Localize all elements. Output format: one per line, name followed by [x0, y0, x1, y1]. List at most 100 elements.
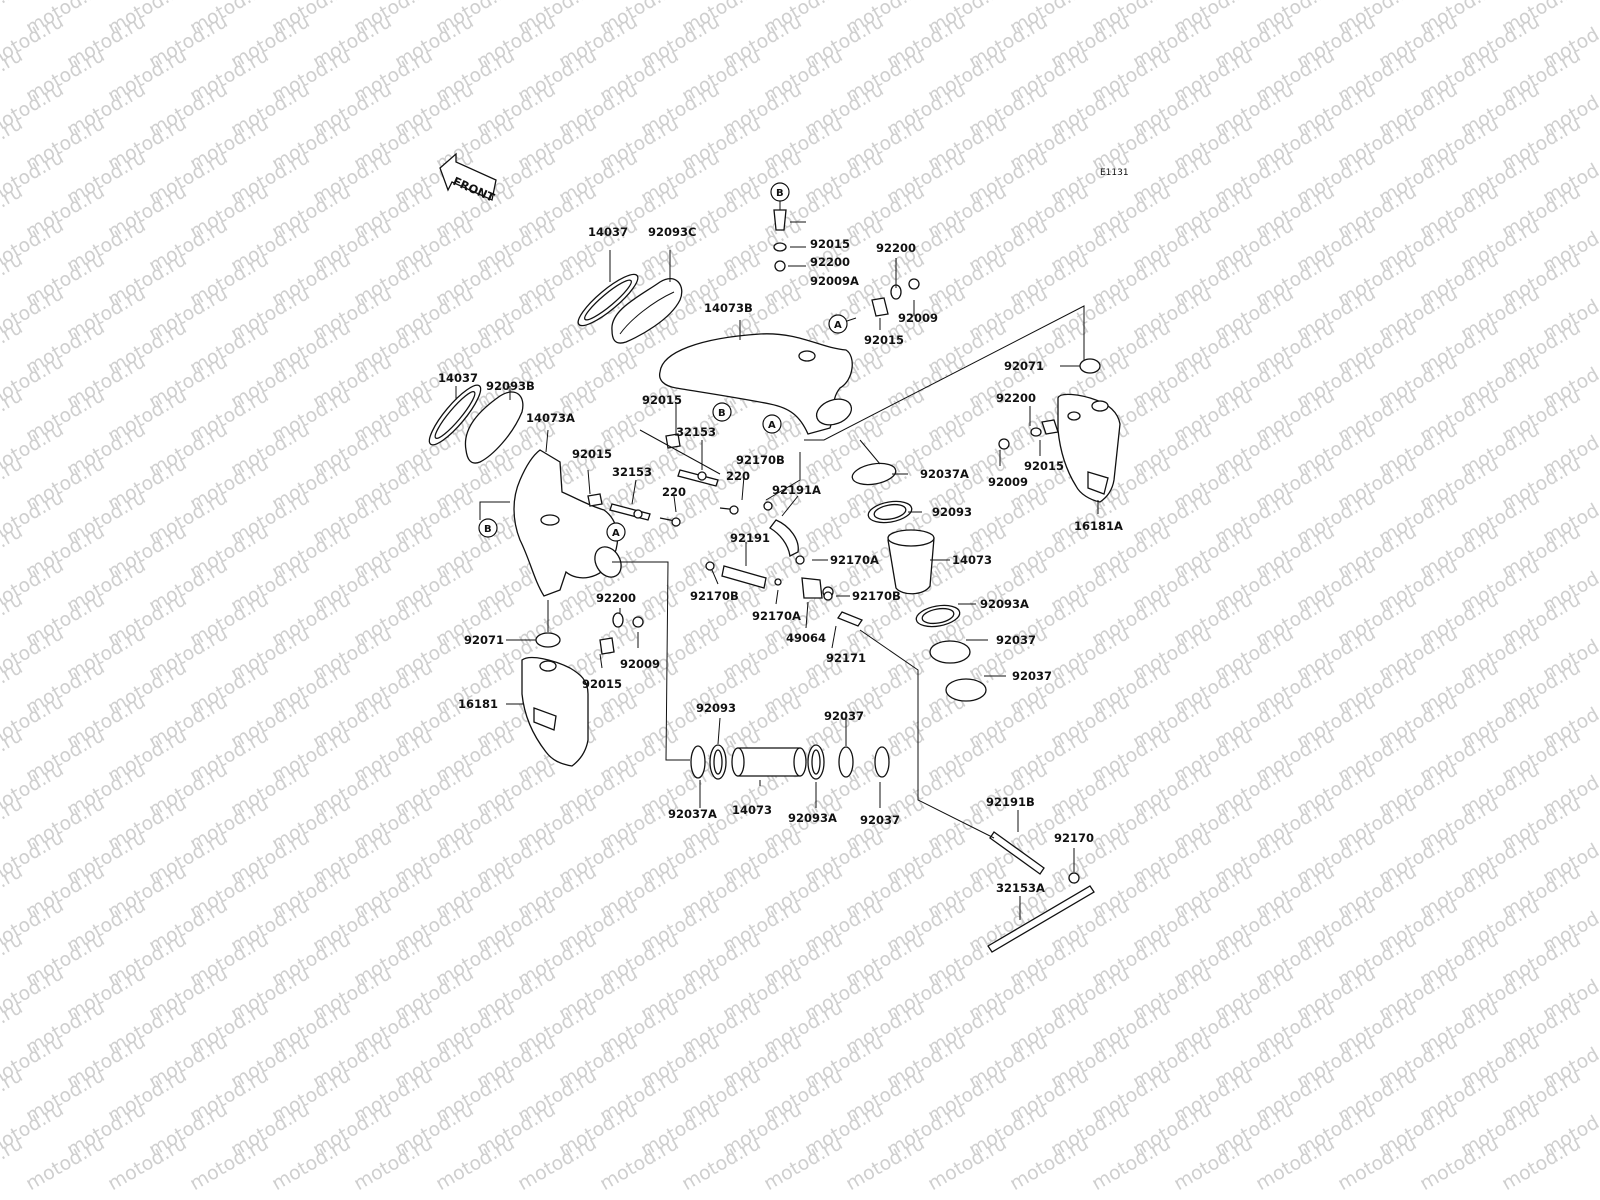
svg-text:B: B	[484, 524, 492, 535]
clamp-92037-right-b	[945, 678, 987, 702]
label-92071-left: 92071	[464, 633, 504, 647]
label-92009a: 92009A	[810, 274, 859, 288]
ring-92093a-right	[915, 604, 961, 628]
clamp-92037a-bottom	[690, 745, 706, 779]
label-92037-right-b: 92037	[1012, 669, 1052, 683]
housing-16181a	[1057, 393, 1121, 503]
bolt-220-b	[719, 505, 739, 515]
tube-14073-right	[887, 529, 935, 595]
label-14073-bottom: 14073	[732, 803, 772, 817]
bolt-92009-mid	[908, 278, 920, 290]
label-92191b: 92191B	[986, 795, 1035, 809]
bolt-92009a-top	[774, 260, 786, 272]
clamp-92037-bottom-b	[874, 746, 890, 778]
label-92037a-bottom: 92037A	[668, 807, 717, 821]
label-92093a-bottom: 92093A	[788, 811, 837, 825]
svg-text:B: B	[776, 188, 784, 199]
label-92191a: 92191A	[772, 483, 821, 497]
bolt-92009-left	[632, 616, 644, 628]
callout-a-top: A	[828, 314, 848, 334]
label-92009-right: 92009	[988, 475, 1028, 489]
fitting-92171	[837, 611, 863, 627]
ring-92093-bottom	[709, 744, 727, 780]
diagram-code: E1131	[1100, 168, 1129, 178]
label-49064: 49064	[786, 631, 826, 645]
gasket-14037-upper	[577, 273, 639, 327]
label-92071-right: 92071	[1004, 359, 1044, 373]
part-labels: 14037 92093C 14073B 14037 92093B 14073A …	[438, 225, 1123, 895]
band-92093b	[464, 391, 524, 464]
washer-92200-left	[612, 612, 624, 628]
housing-16181	[521, 656, 589, 767]
label-16181: 16181	[458, 697, 498, 711]
pipe-32153-b	[677, 469, 719, 487]
front-arrow-icon: FRONT	[439, 152, 497, 205]
label-220-a: 220	[662, 485, 686, 499]
svg-text:A: A	[612, 528, 620, 539]
spacer-92015-duct-a	[587, 493, 603, 507]
label-92170: 92170	[1054, 831, 1094, 845]
label-92037-bottom-a: 92037	[824, 709, 864, 723]
label-14073a: 14073A	[526, 411, 575, 425]
tube-14073-bottom	[731, 747, 807, 777]
label-92170b-right: 92170B	[852, 589, 901, 603]
label-92093b: 92093B	[486, 379, 535, 393]
bolt-92009-right	[998, 438, 1010, 450]
pipe-32153a	[987, 885, 1095, 953]
label-92015-right: 92015	[1024, 459, 1064, 473]
leader-lines	[455, 200, 1099, 920]
label-92191: 92191	[730, 531, 770, 545]
label-220-b: 220	[726, 469, 750, 483]
label-16181a: 16181A	[1074, 519, 1123, 533]
callout-b-mid: B	[712, 402, 732, 422]
svg-text:A: A	[834, 320, 842, 331]
label-92037-right-a: 92037	[996, 633, 1036, 647]
washer-92200-top	[773, 242, 787, 252]
svg-text:B: B	[718, 408, 726, 419]
label-32153-b: 32153	[676, 425, 716, 439]
grommet-92071-right	[1079, 358, 1101, 374]
label-92037a-right: 92037A	[920, 467, 969, 481]
label-92015-left: 92015	[582, 677, 622, 691]
label-92200-top: 92200	[810, 255, 850, 269]
label-14073b: 14073B	[704, 301, 753, 315]
spacer-92015-top	[773, 209, 787, 231]
clip-92170	[1068, 872, 1080, 884]
label-92200-left: 92200	[596, 591, 636, 605]
label-14037-left: 14037	[438, 371, 478, 385]
gasket-14037-lower	[428, 384, 482, 446]
label-92009-mid: 92009	[898, 311, 938, 325]
pipe-92191b	[989, 831, 1045, 875]
callout-b-top: B	[770, 182, 790, 202]
label-92015-mid: 92015	[864, 333, 904, 347]
ring-92093-right	[867, 500, 913, 524]
label-92170a-bottom: 92170A	[752, 609, 801, 623]
label-92015-duct-a: 92015	[572, 447, 612, 461]
svg-text:A: A	[768, 420, 776, 431]
clip-92170a	[774, 555, 805, 586]
spacer-92015-mid	[871, 297, 889, 317]
label-92015-duct-b: 92015	[642, 393, 682, 407]
label-92170a-right: 92170A	[830, 553, 879, 567]
label-92171: 92171	[826, 651, 866, 665]
spacer-92015-duct-b	[665, 433, 681, 449]
label-92093a-right: 92093A	[980, 597, 1029, 611]
label-92170b-left: 92170B	[690, 589, 739, 603]
callout-a-left: A	[606, 522, 626, 542]
band-92093c	[611, 277, 683, 344]
duct-14073a	[513, 449, 622, 597]
label-92093-bottom: 92093	[696, 701, 736, 715]
clip-92170b	[705, 501, 833, 601]
label-92170b-top: 92170B	[736, 453, 785, 467]
label-92015-top: 92015	[810, 237, 850, 251]
callout-a-mid: A	[762, 414, 782, 434]
label-92009-left: 92009	[620, 657, 660, 671]
clamp-92037a-right	[851, 462, 897, 486]
label-14073-right: 14073	[952, 553, 992, 567]
spacer-92015-left	[599, 637, 615, 655]
label-14037-top: 14037	[588, 225, 628, 239]
label-32153a: 32153A	[996, 881, 1045, 895]
label-92200-mid: 92200	[876, 241, 916, 255]
label-92037-bottom-b: 92037	[860, 813, 900, 827]
